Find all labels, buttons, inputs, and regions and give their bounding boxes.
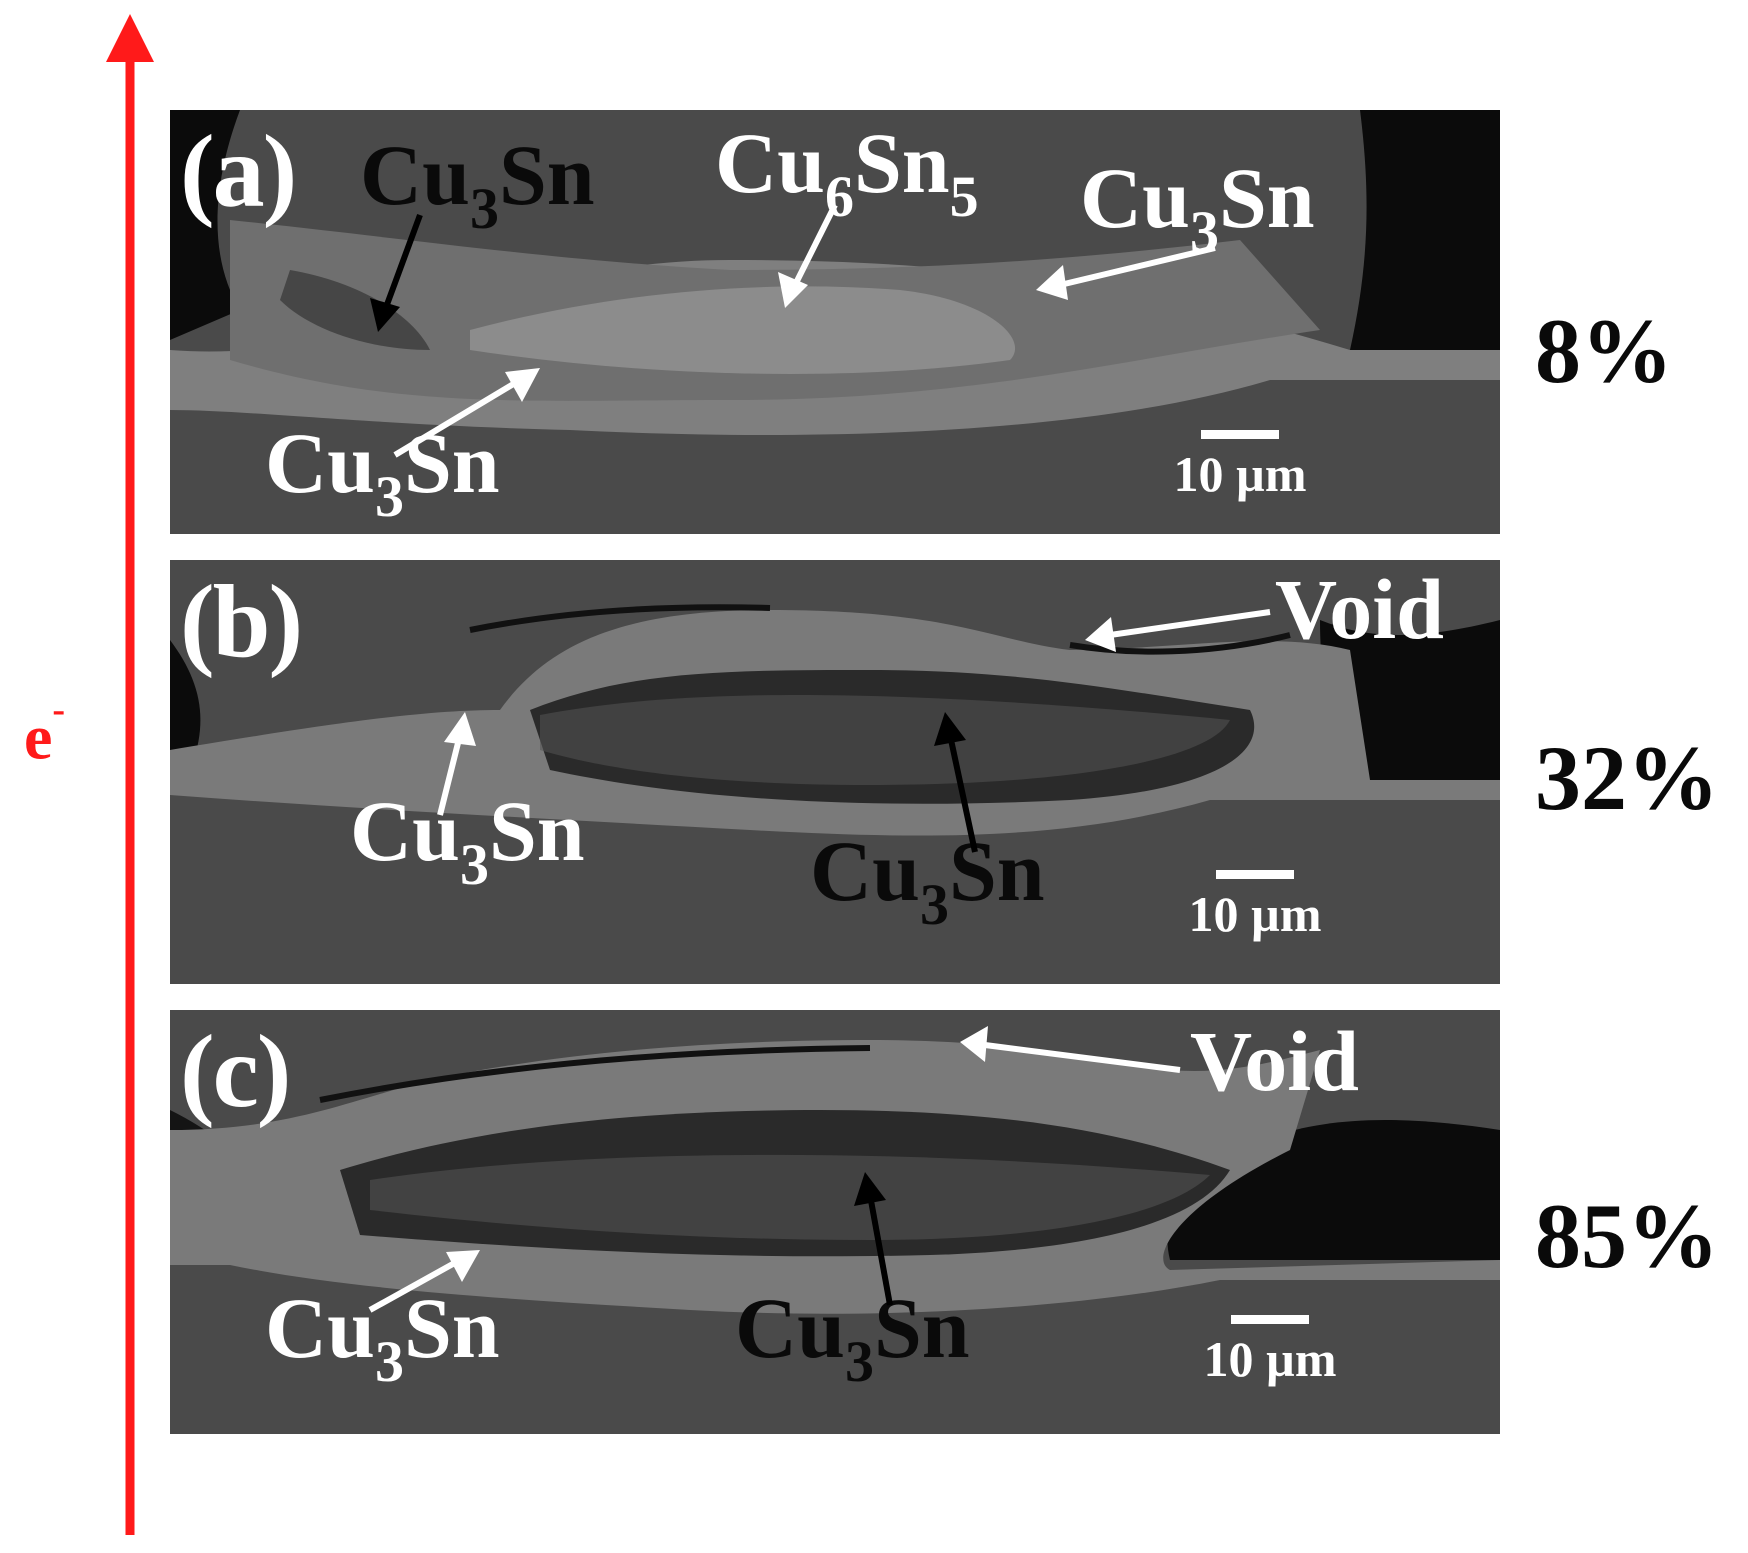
scale-bar-text: 10 µm xyxy=(1188,886,1322,942)
scale-bar-line xyxy=(1231,1315,1309,1324)
panel-letter-b: (b) xyxy=(180,564,303,679)
scale-bar-line xyxy=(1201,430,1279,439)
percent-a: 8% xyxy=(1535,300,1673,402)
sem-image-c xyxy=(170,1010,1500,1434)
label-void-b: Void xyxy=(1275,561,1444,657)
label-cu3sn-b1: Cu3Sn xyxy=(350,783,585,897)
label-cu3sn-c2: Cu3Sn xyxy=(735,1280,970,1394)
micrograph-panel-c: (c) Void Cu3Sn Cu3Sn 10 µm xyxy=(170,1010,1500,1434)
label-void-c: Void xyxy=(1190,1013,1359,1109)
scale-bar-b: 10 µm xyxy=(1165,870,1345,939)
label-cu3sn-a3: Cu3Sn xyxy=(265,415,500,529)
scale-bar-text: 10 µm xyxy=(1203,1331,1337,1387)
electron-label: e- xyxy=(24,689,66,773)
label-cu6sn5-a: Cu6Sn5 xyxy=(715,115,979,229)
scale-bar-a: 10 µm xyxy=(1150,430,1330,499)
scale-bar-text: 10 µm xyxy=(1173,446,1307,502)
percent-c: 85% xyxy=(1535,1185,1719,1287)
electron-flow-arrow xyxy=(106,14,154,1535)
sem-image-a xyxy=(170,110,1500,534)
micrograph-panel-a: (a) Cu3Sn Cu6Sn5 Cu3Sn Cu3Sn 10 µm xyxy=(170,110,1500,534)
label-cu3sn-b2: Cu3Sn xyxy=(810,823,1045,937)
sem-image-b xyxy=(170,560,1500,984)
label-cu3sn-a2: Cu3Sn xyxy=(1080,150,1315,264)
percent-b: 32% xyxy=(1535,727,1719,829)
micrograph-panel-b: (b) Void Cu3Sn Cu3Sn 10 µm xyxy=(170,560,1500,984)
panel-letter-c: (c) xyxy=(180,1014,291,1129)
scale-bar-c: 10 µm xyxy=(1180,1315,1360,1384)
label-cu3sn-a1: Cu3Sn xyxy=(360,127,595,241)
panel-letter-a: (a) xyxy=(180,114,297,229)
label-cu3sn-c1: Cu3Sn xyxy=(265,1280,500,1394)
scale-bar-line xyxy=(1216,870,1294,879)
